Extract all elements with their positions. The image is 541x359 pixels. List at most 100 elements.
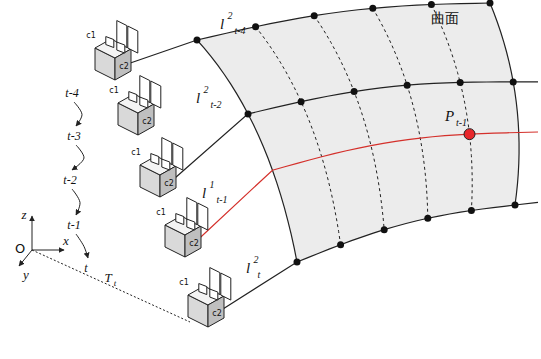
point-label: P — [445, 109, 454, 124]
ray-label-sub: t-1 — [216, 195, 227, 205]
grid-point — [510, 78, 517, 85]
grid-point — [424, 215, 431, 222]
time-label: t — [84, 262, 87, 274]
grid-point — [311, 12, 318, 19]
grid-point — [512, 202, 519, 209]
grid-point — [298, 98, 305, 105]
time-label: t-1 — [67, 219, 80, 231]
camera-face — [151, 154, 159, 165]
ray-label-sub: t-4 — [234, 26, 245, 36]
surface-edge — [490, 3, 519, 205]
camera-face — [129, 92, 137, 103]
grid-point — [294, 259, 301, 266]
camera-label: c2 — [212, 310, 222, 318]
camera-face — [162, 159, 170, 170]
origin-label: O — [15, 242, 25, 255]
camera-label: c1 — [179, 279, 189, 287]
grid-point — [468, 207, 475, 214]
time-arrow — [76, 234, 88, 258]
stereo-camera — [95, 21, 138, 80]
camera-label: c2 — [189, 240, 199, 248]
camera-face — [185, 226, 201, 257]
camera-face — [117, 42, 125, 53]
time-label: t-3 — [67, 130, 80, 142]
ray-label-sup: 2 — [204, 85, 209, 95]
point-label-sub: t-1 — [456, 118, 467, 128]
camera-label: c1 — [131, 149, 141, 157]
grid-dashed-line — [431, 5, 472, 211]
camera-face — [140, 97, 148, 108]
axis-label: z — [21, 208, 26, 221]
time-label: t-4 — [65, 87, 78, 99]
axis — [32, 250, 64, 251]
time-arrow — [72, 145, 84, 170]
time-label: t-2 — [63, 174, 76, 186]
grid-point — [194, 37, 201, 44]
camera-face — [128, 26, 138, 53]
grid-dashed-line — [256, 27, 341, 245]
camera-label: c2 — [119, 63, 129, 71]
camera-face — [151, 81, 161, 108]
ray-label-sup: 2 — [228, 11, 233, 21]
grid-dashed-line — [373, 8, 428, 218]
camera-label: c2 — [164, 180, 174, 188]
grid-point — [404, 82, 411, 89]
time-arrow — [72, 189, 80, 215]
grid-point — [351, 88, 358, 95]
surface-fill — [197, 3, 519, 262]
ray-label-sup: 1 — [210, 180, 215, 190]
surface-label: 曲面 — [431, 11, 459, 25]
camera-face — [187, 219, 195, 230]
camera-face — [210, 289, 218, 300]
camera-face — [221, 273, 231, 300]
ray-line — [171, 82, 538, 182]
transform-line — [32, 250, 190, 322]
stereo-camera — [118, 76, 161, 135]
camera-face — [176, 214, 184, 225]
axis — [32, 216, 33, 250]
ray-label-sub: t — [258, 270, 261, 280]
grid-point — [252, 23, 259, 30]
stereo-camera — [165, 198, 208, 257]
camera-face — [173, 143, 183, 170]
camera-label: c1 — [109, 87, 119, 95]
ray-line — [126, 3, 490, 65]
transform-label-sub: t — [114, 279, 117, 288]
grid-point — [369, 5, 376, 12]
camera-face — [115, 49, 131, 80]
camera-face — [106, 37, 114, 48]
grid-point — [457, 79, 464, 86]
grid-point — [381, 226, 388, 233]
grid-point — [487, 0, 494, 7]
stereo-camera — [140, 138, 183, 197]
transform-label: T — [104, 271, 111, 284]
camera-face — [208, 296, 224, 327]
time-arrow — [74, 102, 82, 126]
ray-line — [196, 132, 538, 242]
ray-line — [219, 202, 538, 311]
point-p — [464, 129, 475, 140]
grid-point — [428, 1, 435, 8]
ray-label-sup: 2 — [254, 255, 259, 265]
axis-label: x — [63, 234, 69, 247]
ray-label: l — [196, 91, 200, 106]
camera-label: c2 — [142, 118, 152, 126]
camera-label: c1 — [156, 209, 166, 217]
grid-point — [245, 110, 252, 117]
ray-label: l — [246, 261, 250, 276]
camera-face — [160, 166, 176, 197]
ray-label-sub: t-2 — [210, 100, 221, 110]
grid-point — [337, 241, 344, 248]
axis-label: y — [23, 268, 29, 281]
camera-face — [198, 203, 208, 230]
ray-label: l — [220, 17, 224, 32]
camera-label: c1 — [86, 32, 96, 40]
camera-face — [199, 284, 207, 295]
stereo-camera — [188, 268, 231, 327]
camera-face — [138, 104, 154, 135]
grid-dashed-line — [314, 16, 384, 230]
ray-label: l — [202, 186, 206, 201]
surface-edge — [197, 40, 297, 262]
